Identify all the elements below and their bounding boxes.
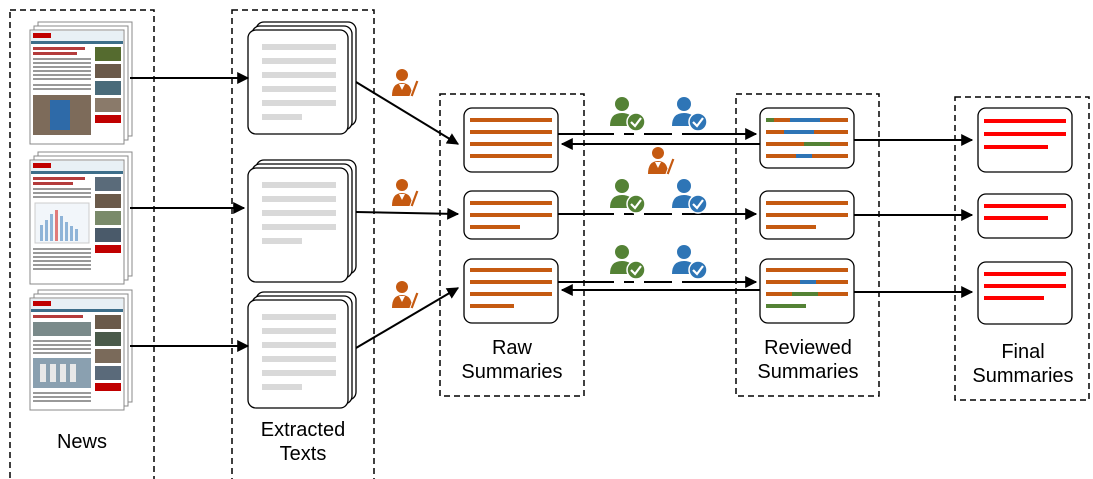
raw-summary-box-1 <box>463 107 559 173</box>
stage-label-extracted-line1: Extracted <box>260 419 346 441</box>
person-pencil-icon <box>392 179 420 208</box>
stage-label-extracted-texts: Extracted Texts <box>240 418 366 466</box>
stage-label-reviewed-summaries: Reviewed Summaries <box>742 336 874 384</box>
extracted-text-stack-1 <box>247 21 357 135</box>
reviewed-summaries-group-box <box>735 93 880 397</box>
stage-label-final-line2: Summaries <box>972 365 1074 387</box>
stage-label-raw-summaries: Raw Summaries <box>446 336 578 384</box>
person-check-blue-icon <box>672 245 708 280</box>
news-article-stack-3 <box>29 289 133 411</box>
arrow-extracted-to-raw-1 <box>355 81 460 145</box>
review-arrows-1 <box>558 128 760 150</box>
news-group-box <box>9 9 155 479</box>
review-arrows-3 <box>558 276 760 296</box>
reviewed-summary-box-3 <box>759 258 855 324</box>
stage-label-reviewed-line2: Summaries <box>757 361 859 383</box>
raw-summary-box-2 <box>463 190 559 240</box>
arrow-extracted-to-raw-3 <box>355 287 460 349</box>
stage-label-raw-line2: Summaries <box>461 361 563 383</box>
final-summary-box-2 <box>977 193 1073 239</box>
arrow-extracted-to-raw-2 <box>355 207 460 220</box>
stage-label-final-summaries: Final Summaries <box>958 340 1088 388</box>
news-article-stack-1 <box>29 21 133 145</box>
extracted-texts-group-box <box>231 9 375 479</box>
person-check-green-icon <box>610 245 646 280</box>
stage-label-news: News <box>56 431 107 453</box>
stage-label-reviewed-line1: Reviewed <box>764 337 852 359</box>
person-check-green-icon <box>610 179 646 214</box>
extracted-text-stack-2 <box>247 159 357 283</box>
final-summary-box-1 <box>977 107 1073 173</box>
person-check-green-icon <box>610 97 646 132</box>
person-check-blue-icon <box>672 97 708 132</box>
final-summary-box-3 <box>977 261 1073 325</box>
reviewed-summary-box-2 <box>759 190 855 240</box>
news-article-stack-2 <box>29 151 133 285</box>
stage-label-extracted-line2: Texts <box>279 443 327 465</box>
raw-summary-box-3 <box>463 258 559 324</box>
person-check-blue-icon <box>672 179 708 214</box>
final-summaries-group-box <box>954 96 1090 401</box>
reviewed-summary-box-1 <box>759 107 855 169</box>
stage-label-raw-line1: Raw <box>491 337 532 359</box>
person-pencil-icon <box>392 69 420 98</box>
person-pencil-icon <box>648 147 676 176</box>
stage-label-final-line1: Final <box>1001 341 1045 363</box>
raw-summaries-group-box <box>439 93 585 397</box>
person-pencil-icon <box>392 281 420 310</box>
extracted-text-stack-3 <box>247 291 357 409</box>
